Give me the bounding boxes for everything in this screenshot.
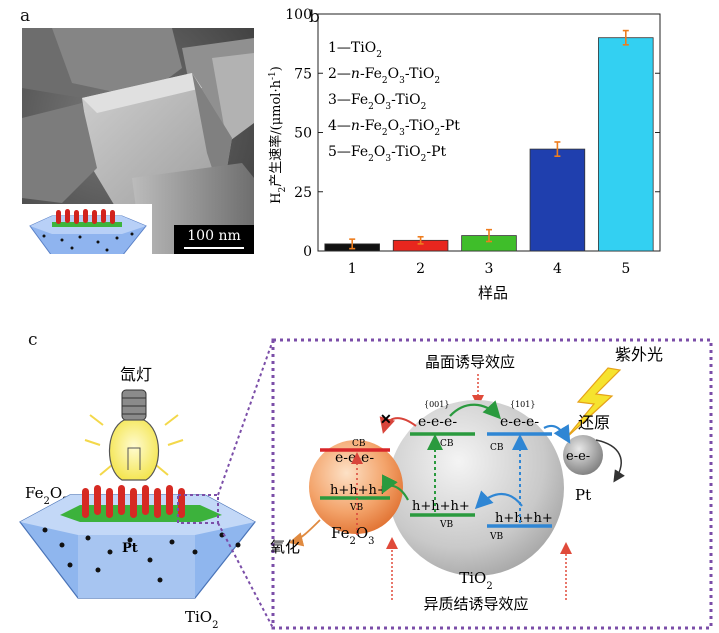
tio2-101-electrons: e-e-e-: [500, 414, 539, 430]
facet-101-label: {101}: [510, 400, 535, 409]
y-tick-label: 50: [294, 126, 312, 142]
scale-bar-label: 100 nm: [187, 228, 241, 244]
panel-label-c: c: [28, 330, 38, 350]
tio2-101-vb-label: VB: [489, 532, 503, 542]
legend-entry-2: 2—n-Fe2O3-TiO2: [328, 66, 440, 86]
fe2o3-holes: h+h+h+: [330, 483, 388, 498]
x-tick-label: 4: [553, 261, 562, 277]
chart-legend: 1—TiO2 2—n-Fe2O3-TiO2 3—Fe2O3-TiO2 4—n-Fe2O…: [328, 40, 460, 164]
tio2-crystal: [19, 485, 256, 599]
tio2-label: TiO2: [459, 569, 492, 592]
x-tick-label: 2: [416, 261, 425, 277]
legend-entry-4: 4—n-Fe2O3-TiO2-Pt: [328, 118, 460, 138]
fe2o3-particle: [309, 440, 403, 534]
tio2-001-vb-label: VB: [439, 520, 453, 530]
y-tick-label: 0: [303, 244, 312, 260]
pt-particle: [563, 435, 603, 475]
panel-label-a: a: [20, 6, 31, 26]
tio2-101-holes: h+h+h+: [495, 511, 553, 526]
tio2-001-electrons: e-e-e-: [418, 414, 457, 430]
zoom-panel: [271, 338, 713, 630]
tio2-101-cb-label: CB: [490, 443, 504, 453]
facet-effect-label: 晶面诱导效应: [425, 353, 515, 371]
mechanism-scheme: 氙灯 Fe2O3 Pt: [19, 338, 713, 631]
x-tick-label: 1: [348, 261, 357, 277]
y-axis-label: H2产生速率/(μmol·h-1): [268, 66, 288, 204]
tio2-001-cb-label: CB: [440, 439, 454, 449]
legend-entry-5: 5—Fe2O3-TiO2-Pt: [328, 144, 447, 164]
fe2o3-electrons: e-e-e-: [335, 450, 374, 466]
x-axis-label: 样品: [478, 284, 508, 302]
legend-entry-3: 3—Fe2O3-TiO2: [328, 92, 426, 112]
lightbulb-icon: [84, 389, 184, 502]
x-tick-label: 5: [621, 261, 630, 277]
tio2-001-holes: h+h+h+: [412, 499, 470, 514]
bar-4: [529, 148, 586, 252]
legend-entry-1: 1—TiO2: [328, 40, 382, 60]
zoom-region: [177, 494, 219, 524]
pt-electrons: e-e-: [566, 449, 590, 464]
uv-label: 紫外光: [615, 345, 663, 364]
lamp-label: 氙灯: [120, 365, 152, 384]
y-tick-label: 75: [294, 66, 312, 82]
oxidation-label: 氧化: [270, 538, 300, 556]
sem-image: 100 nm: [22, 28, 254, 254]
fe2o3-vb-label: VB: [349, 503, 363, 513]
scale-bar: [184, 247, 244, 249]
schematic-inset: [22, 204, 152, 254]
blocked-icon: ✕: [380, 412, 392, 428]
y-tick-label: 100: [285, 7, 312, 23]
fe2o3-label: Fe2O3: [331, 524, 375, 547]
panel-label-b: b: [309, 7, 320, 27]
facet-001-label: {001}: [424, 400, 449, 409]
y-tick-label: 25: [294, 185, 312, 201]
fe2o3-cb-label: CB: [352, 439, 366, 449]
tio2-left-label: TiO2: [185, 608, 218, 631]
pt-label: Pt: [575, 486, 591, 504]
reduction-label: 还原: [578, 413, 610, 432]
pt-left-label: Pt: [122, 541, 138, 556]
scale-bar-box: 100 nm: [174, 225, 254, 254]
bar-chart: 0 25 50 75 100 1 2 3 4 5 H2产生速率/(μmol·h-1) 样品 1—T…: [268, 7, 661, 302]
heterojunction-label: 异质结诱导效应: [423, 595, 528, 613]
lightning-icon: [565, 367, 622, 439]
bar-5: [598, 37, 654, 252]
x-tick-label: 3: [485, 261, 494, 277]
